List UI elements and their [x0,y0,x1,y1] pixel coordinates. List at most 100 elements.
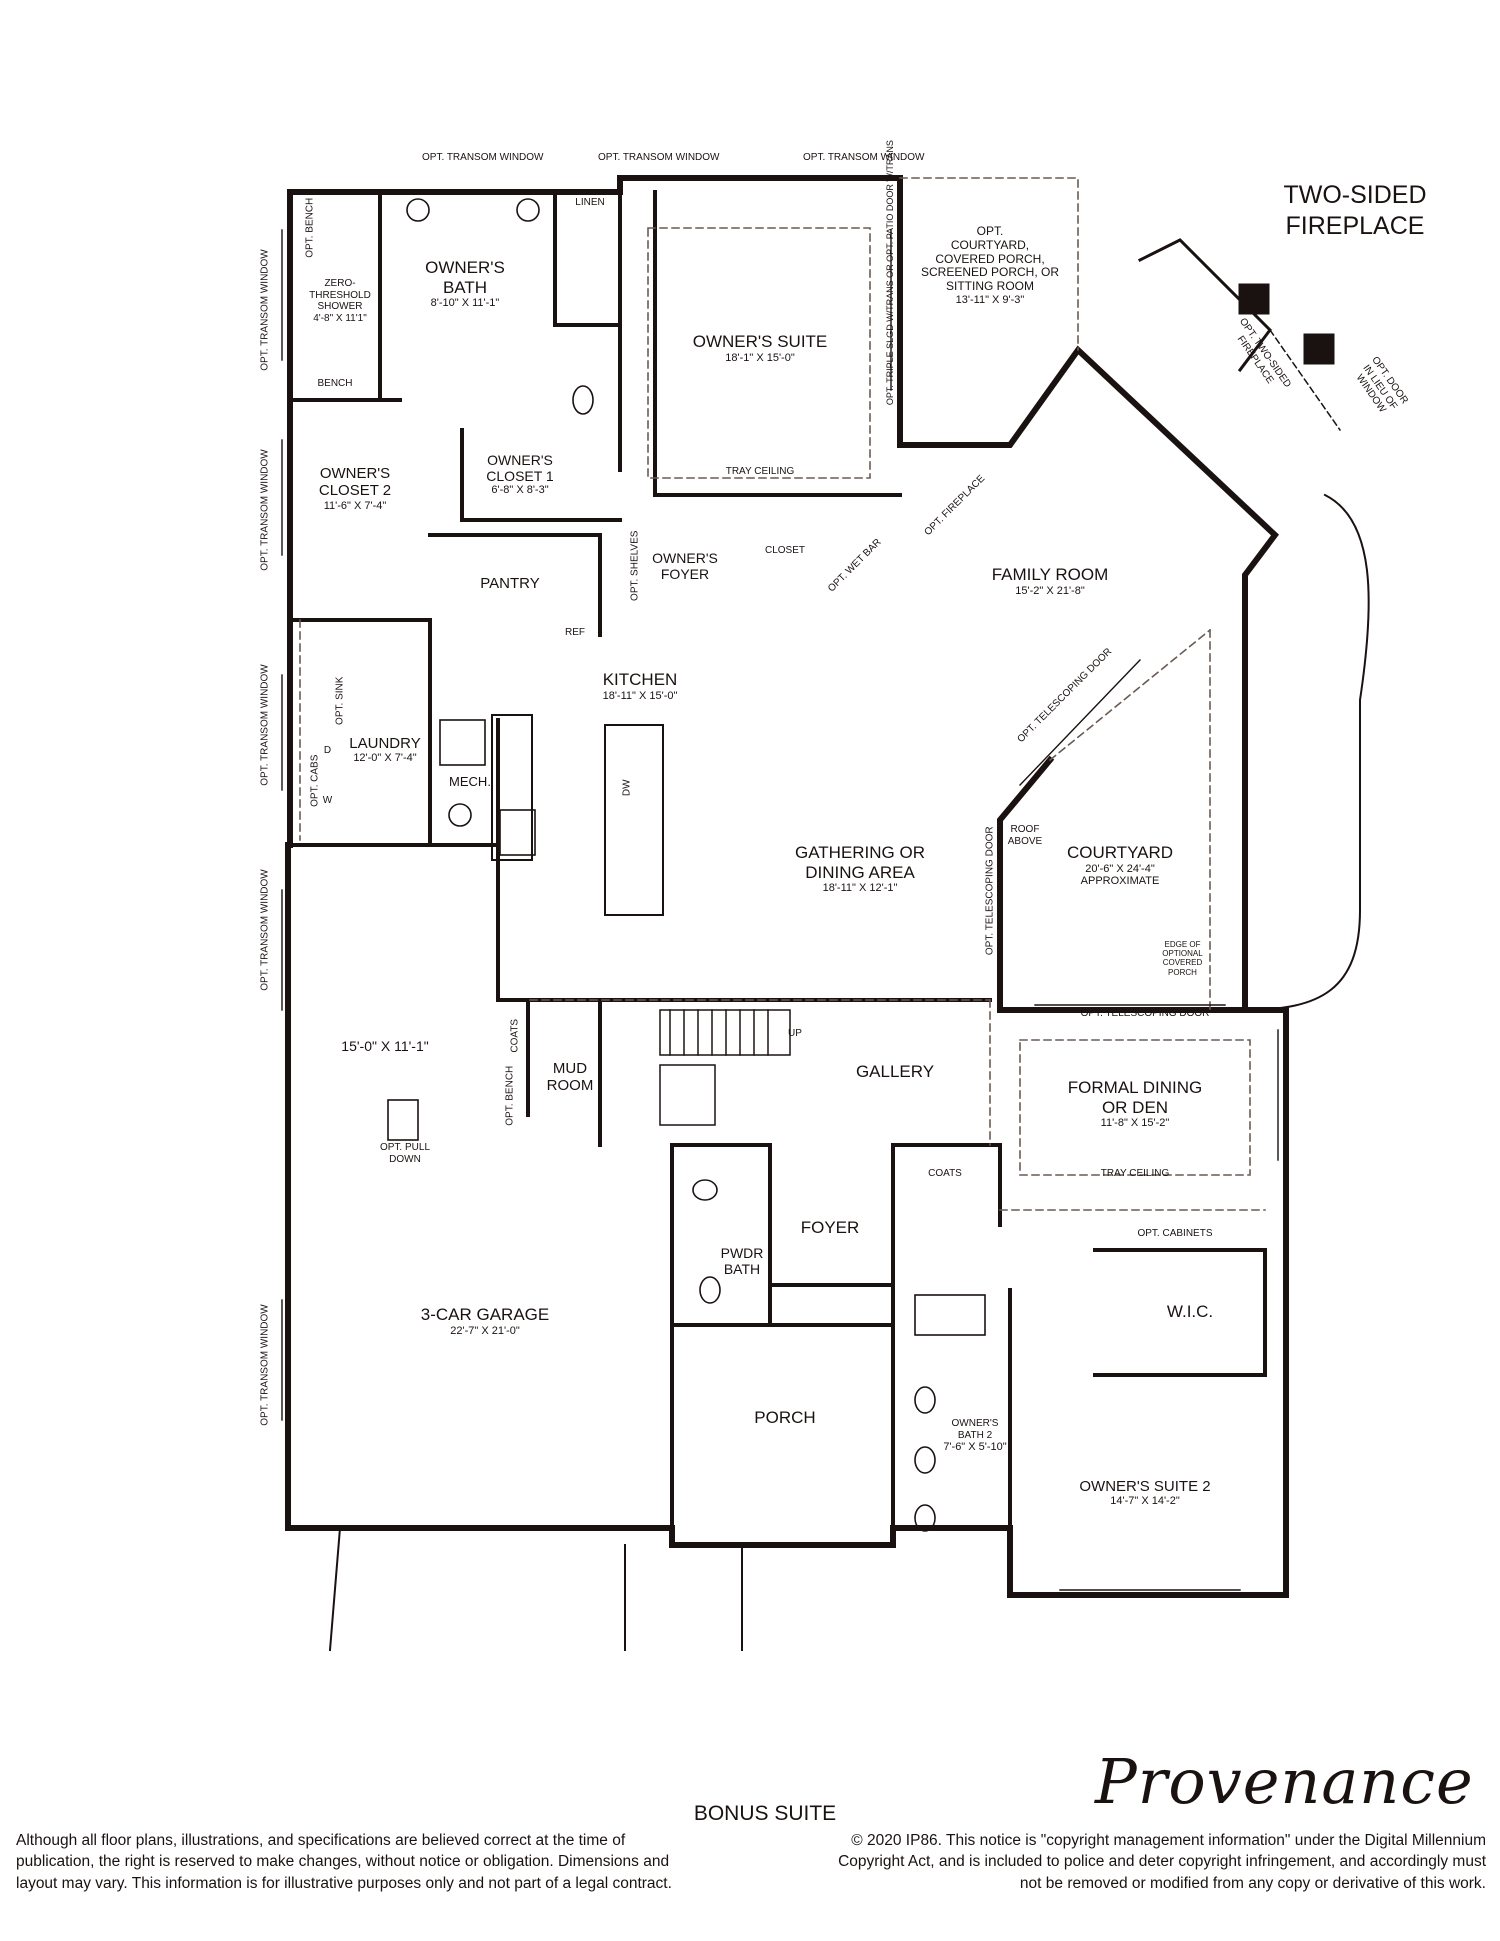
owners-foyer-name-1: OWNER'S [652,550,718,566]
stair-up-label: UP [788,1028,802,1039]
opt-courtyard-line-3: COVERED PORCH, [935,251,1045,266]
coats-label-2: COATS [928,1168,962,1179]
courtyard-name: COURTYARD [1066,843,1174,862]
copyright-text: © 2020 IP86. This notice is "copyright m… [838,1832,1486,1892]
owners-foyer-name-2: FOYER [660,566,710,583]
gathering-label: GATHERING OR DINING AREA 18'-11" x 12'-1… [780,843,940,895]
optional-dashed [299,177,1266,1211]
courtyard-dims: 20'-6" x 24'-4" [1085,862,1155,875]
bench-label: BENCH [317,378,353,389]
owners-closet-2-label: OWNER'S CLOSET 2 11'-6" x 7'-4" [300,465,410,512]
mech-label: MECH. [449,774,491,789]
transom-label-side-4: OPT. TRANSOM WINDOW [259,869,271,991]
owners-closet-1-name-1: OWNER'S [487,452,553,468]
plan-name: BONUS SUITE [693,1802,837,1825]
mud-room-name-2: ROOM [546,1077,594,1095]
owners-bath-name-2: BATH [442,277,488,297]
courtyard-edge [1243,493,1370,1012]
owners-bath-2-name-2: BATH 2 [957,1429,993,1441]
opt-sink-label: OPT. SINK [334,676,346,725]
kitchen-name: KITCHEN [602,670,678,689]
owners-closet-1-name-2: CLOSET 1 [486,468,554,485]
transom-label-side-3: OPT. TRANSOM WINDOW [259,664,271,786]
owners-bath-2-label: OWNER'S BATH 2 7'-6" x 5'-10" [935,1418,1015,1454]
opt-pull-down-line-2: DOWN [389,1153,421,1165]
garage-label: 3-CAR GARAGE 22'-7" x 21'-0" [405,1305,565,1337]
coats-label-1: COATS [509,1018,521,1053]
kitchen-dims: 18'-11" x 15'-0" [602,689,678,702]
roof-above-label: ROOF ABOVE [1000,824,1050,847]
transom-label-side-5: OPT. TRANSOM WINDOW [259,1304,271,1426]
owners-bath-2-name-1: OWNER'S [951,1418,999,1429]
outer-walls [285,175,1289,1598]
edge-line-4: PORCH [1168,967,1197,977]
mud-room-name-1: MUD [552,1060,588,1077]
ref-label: REF [565,627,585,638]
disclaimer-text: Although all floor plans, illustrations,… [16,1832,672,1892]
interior-walls [288,176,1267,1530]
fireplace-detail [1137,238,1342,432]
gathering-dims: 18'-11" x 12'-1" [822,882,898,895]
opt-courtyard-dims: 13'-11" x 9'-3" [955,293,1025,306]
opt-bench-mud-label: OPT. BENCH [504,1065,516,1126]
kitchen-label: KITCHEN 18'-11" x 15'-0" [570,670,710,702]
owners-closet-1-dims: 6'-8" x 8'-3" [491,484,549,497]
formal-dining-dims: 11'-8" x 15'-2" [1100,1117,1170,1130]
gallery-label: GALLERY [855,1062,935,1081]
formal-dining-name-2: OR DEN [1101,1097,1169,1117]
shower-dims: 4'-8" x 11'1" [313,312,367,324]
garage-dims: 22'-7" x 21'-0" [450,1324,520,1337]
kitchen-counter [491,714,533,861]
dryer-label: D [323,745,332,756]
gathering-name-1: GATHERING OR [794,843,926,862]
owners-foyer-label: OWNER'S FOYER [640,550,730,582]
owners-bath-label: OWNER'S BATH 8'-10" x 11'-1" [405,258,525,310]
transom-label-side-1: OPT. TRANSOM WINDOW [259,249,271,371]
formal-dining-label: FORMAL DINING OR DEN 11'-8" x 15'-2" [1055,1078,1215,1130]
kitchen-island [604,724,664,916]
telescoping-door-note-2: OPT. TELESCOPING DOOR [984,826,996,956]
garage-driveway [328,1526,743,1652]
owners-suite-ceiling-note: TRAY CEILING [725,466,795,477]
shower-label: ZERO- THRESHOLD SHOWER 4'-8" x 11'1" [300,278,380,324]
roof-above-line-2: ABOVE [1007,835,1043,847]
pwdr-bath-name-2: BATH [723,1261,761,1278]
transom-label-top-1: OPT. TRANSOM WINDOW [422,152,544,163]
laundry-dims: 12'-0" x 7'-4" [353,752,417,765]
pwdr-bath-name-1: PWDR [720,1245,764,1261]
laundry-name: LAUNDRY [349,735,421,752]
opt-courtyard-label: OPT. COURTYARD, COVERED PORCH, SCREENED … [915,224,1065,307]
linen-label: LINEN [575,197,605,208]
opt-pull-down-line-1: OPT. PULL [379,1142,431,1153]
owners-suite-2-name: OWNER'S SUITE 2 [1079,1478,1211,1495]
owners-bath-2-dims: 7'-6" x 5'-10" [943,1441,1007,1453]
triple-sliding-note: OPT. TRIPLE SLGD W/TRANS OR OPT. PATIO D… [884,140,895,406]
fixtures [387,198,986,1532]
garage-upper-dims: 15'-0" x 11'-1" [341,1038,429,1054]
wic-label: W.I.C. [1166,1302,1214,1321]
pantry-label: PANTRY [480,575,540,592]
edge-line-1: EDGE OF [1164,940,1201,949]
owners-suite-2-dims: 14'-7" x 14'-2" [1110,1495,1180,1508]
mud-room-label: MUD ROOM [540,1060,600,1095]
family-room-name: FAMILY ROOM [991,565,1109,584]
family-room-dims: 15'-2" x 21'-8" [1015,584,1085,597]
opt-courtyard-line-2: COURTYARD, [950,237,1030,252]
fireplace-title-line-1: TWO-SIDED [1283,181,1427,209]
roof-above-line-1: ROOF [1010,824,1040,835]
owners-closet-2-name-2: CLOSET 2 [318,482,392,500]
transom-label-side-2: OPT. TRANSOM WINDOW [259,449,271,571]
telescoping-door-note-3: OPT. TELESCOPING DOOR [1080,1008,1210,1019]
fireplace-title-line-2: FIREPLACE [1285,212,1425,241]
foyer-label: FOYER [800,1218,860,1237]
courtyard-note: APPROXIMATE [1080,875,1160,888]
opt-courtyard-line-1: OPT. [976,224,1004,238]
opt-cabinets-label: OPT. CABINETS [1137,1228,1213,1239]
owners-bath-name-1: OWNER'S [425,258,505,277]
porch-label: PORCH [754,1408,816,1427]
opt-bench-label: OPT. BENCH [304,197,316,258]
owners-suite-dims: 18'-1" x 15'-0" [725,351,795,364]
formal-dining-name-1: FORMAL DINING [1067,1078,1203,1097]
family-room-label: FAMILY ROOM 15'-2" x 21'-8" [980,565,1120,597]
